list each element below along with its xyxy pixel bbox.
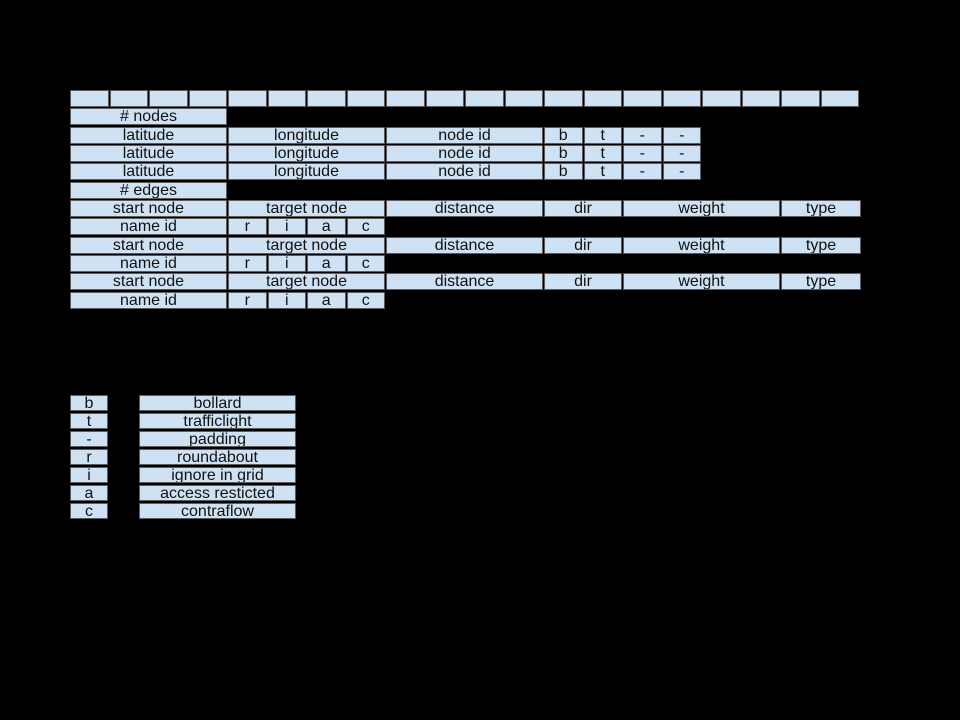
target-node-cell: target node bbox=[228, 273, 385, 291]
legend-key-cell: i bbox=[70, 467, 108, 483]
padding-cell: - bbox=[662, 126, 701, 144]
dir-cell: dir bbox=[544, 200, 622, 218]
byte-cell bbox=[544, 90, 583, 107]
name-id-cell: name id bbox=[70, 218, 227, 236]
legend-key-cell: b bbox=[70, 395, 108, 411]
access-restricted-flag-cell: a bbox=[307, 218, 346, 236]
latitude-cell: latitude bbox=[70, 126, 227, 144]
access-restricted-flag-cell: a bbox=[307, 291, 346, 309]
byte-cell bbox=[346, 90, 385, 107]
start-node-cell: start node bbox=[70, 200, 227, 218]
legend-key-cell: c bbox=[70, 503, 108, 519]
legend-key-cell: r bbox=[70, 449, 108, 465]
contraflow-flag-cell: c bbox=[346, 218, 385, 236]
weight-cell: weight bbox=[623, 273, 780, 291]
contraflow-flag-cell: c bbox=[346, 255, 385, 273]
legend-label-cell: roundabout bbox=[139, 449, 296, 465]
type-cell: type bbox=[781, 236, 861, 254]
legend-label-cell: padding bbox=[139, 431, 296, 447]
name-id-cell: name id bbox=[70, 291, 227, 309]
legend-label-cell: access resticted bbox=[139, 485, 296, 501]
ignore-grid-flag-cell: i bbox=[267, 255, 306, 273]
padding-cell: - bbox=[662, 163, 701, 181]
byte-cell bbox=[623, 90, 662, 107]
start-node-cell: start node bbox=[70, 236, 227, 254]
latitude-cell: latitude bbox=[70, 145, 227, 162]
byte-cell bbox=[109, 90, 148, 107]
longitude-cell: longitude bbox=[228, 163, 385, 181]
byte-cell bbox=[820, 90, 859, 107]
type-cell: type bbox=[781, 273, 861, 291]
dir-cell: dir bbox=[544, 273, 622, 291]
legend-key-cell: a bbox=[70, 485, 108, 501]
bollard-flag-cell: b bbox=[544, 126, 583, 144]
bollard-flag-cell: b bbox=[544, 145, 583, 162]
target-node-cell: target node bbox=[228, 236, 385, 254]
latitude-cell: latitude bbox=[70, 163, 227, 181]
legend-label-cell: ignore in grid bbox=[139, 467, 296, 483]
start-node-cell: start node bbox=[70, 273, 227, 291]
trafficlight-flag-cell: t bbox=[583, 145, 622, 162]
byte-cell bbox=[267, 90, 306, 107]
ignore-grid-flag-cell: i bbox=[267, 291, 306, 309]
roundabout-flag-cell: r bbox=[228, 218, 267, 236]
longitude-cell: longitude bbox=[228, 145, 385, 162]
bollard-flag-cell: b bbox=[544, 163, 583, 181]
trafficlight-flag-cell: t bbox=[583, 126, 622, 144]
legend-label-cell: bollard bbox=[139, 395, 296, 411]
legend-label-cell: contraflow bbox=[139, 503, 296, 519]
roundabout-flag-cell: r bbox=[228, 291, 267, 309]
byte-cell bbox=[504, 90, 543, 107]
byte-cell bbox=[386, 90, 425, 107]
byte-cell bbox=[307, 90, 346, 107]
legend-key-cell: t bbox=[70, 413, 108, 429]
byte-cell bbox=[228, 90, 267, 107]
padding-cell: - bbox=[662, 145, 701, 162]
weight-cell: weight bbox=[623, 236, 780, 254]
legend-key-cell: - bbox=[70, 431, 108, 447]
node-count-cell: # nodes bbox=[70, 108, 227, 126]
ignore-grid-flag-cell: i bbox=[267, 218, 306, 236]
byte-cell bbox=[149, 90, 188, 107]
byte-cell bbox=[662, 90, 701, 107]
node-id-cell: node id bbox=[386, 145, 543, 162]
node-id-cell: node id bbox=[386, 126, 543, 144]
target-node-cell: target node bbox=[228, 200, 385, 218]
edge-count-cell: # edges bbox=[70, 181, 227, 199]
access-restricted-flag-cell: a bbox=[307, 255, 346, 273]
dir-cell: dir bbox=[544, 236, 622, 254]
padding-cell: - bbox=[623, 145, 662, 162]
type-cell: type bbox=[781, 200, 861, 218]
padding-cell: - bbox=[623, 126, 662, 144]
trafficlight-flag-cell: t bbox=[583, 163, 622, 181]
distance-cell: distance bbox=[386, 236, 543, 254]
byte-cell bbox=[188, 90, 227, 107]
contraflow-flag-cell: c bbox=[346, 291, 385, 309]
node-id-cell: node id bbox=[386, 163, 543, 181]
distance-cell: distance bbox=[386, 273, 543, 291]
roundabout-flag-cell: r bbox=[228, 255, 267, 273]
longitude-cell: longitude bbox=[228, 126, 385, 144]
byte-cell bbox=[702, 90, 741, 107]
byte-cell bbox=[781, 90, 820, 107]
distance-cell: distance bbox=[386, 200, 543, 218]
legend-label-cell: trafficlight bbox=[139, 413, 296, 429]
byte-cell bbox=[741, 90, 780, 107]
byte-cell bbox=[465, 90, 504, 107]
byte-cell bbox=[583, 90, 622, 107]
byte-cell bbox=[425, 90, 464, 107]
weight-cell: weight bbox=[623, 200, 780, 218]
byte-cell bbox=[70, 90, 109, 107]
name-id-cell: name id bbox=[70, 255, 227, 273]
padding-cell: - bbox=[623, 163, 662, 181]
